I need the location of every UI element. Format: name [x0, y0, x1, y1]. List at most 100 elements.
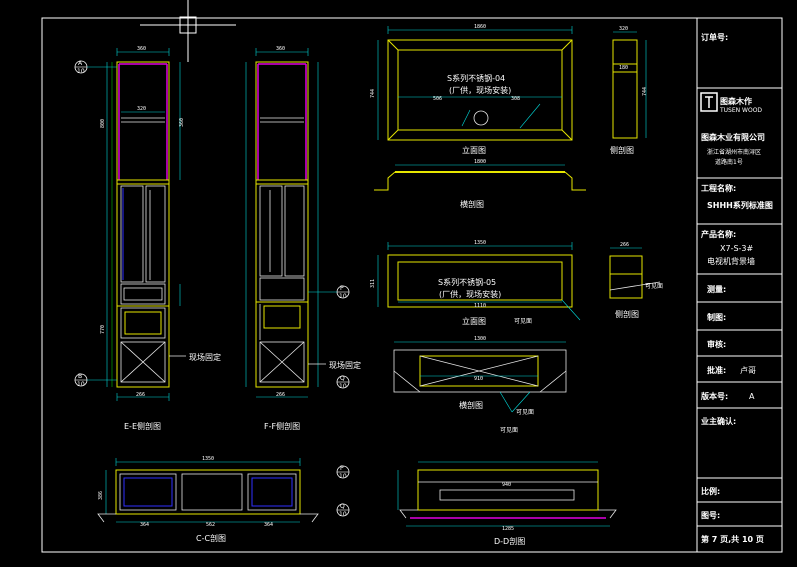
marker-b-letter: B [78, 373, 82, 380]
review-label: 审核: [707, 339, 726, 349]
page-number: 第 7 页,共 10 页 [701, 534, 764, 544]
onsite-fix-label-1: 现场固定 [189, 352, 221, 362]
section-mid-drawing [393, 341, 567, 413]
marker-p-right [308, 285, 350, 299]
elevation-top-title: 立面图 [462, 145, 486, 155]
marker-p-bottom [336, 465, 350, 479]
f-dim-bottom: 266 [276, 392, 285, 398]
elev-top-dim-b: 308 [511, 96, 520, 102]
marker-b-sheet: 10 [77, 381, 85, 388]
sect-mid-dim-w: 1300 [474, 336, 486, 342]
drafter-label: 制图: [707, 312, 726, 322]
marker-b [74, 373, 117, 387]
f-section-title: F-F侧剖图 [264, 421, 300, 431]
order-no-label: 订单号: [701, 32, 728, 42]
steel05-note-line2: (厂供，现场安装) [439, 289, 501, 299]
marker-q-right [336, 375, 350, 389]
drawing-frame [41, 17, 783, 553]
marker-q-sheet: 10 [339, 383, 347, 390]
survey-label: 测量: [707, 284, 726, 294]
side-top-dim-w: 320 [619, 26, 628, 32]
c-section-title: C-C剖图 [196, 533, 226, 543]
approve-label: 批准: [707, 365, 726, 375]
side-top-dim-a: 180 [619, 65, 628, 71]
owner-confirm-label: 业主确认: [701, 416, 736, 426]
side-mid-dim-w: 266 [620, 242, 629, 248]
side-top-title: 侧剖图 [610, 145, 634, 155]
company-address-line1: 浙江省湖州市南浔区 [707, 148, 761, 156]
e-dim-h1: 800 [100, 119, 106, 128]
e-section-title: E-E侧剖图 [124, 421, 161, 431]
onsite-fix-label-2: 现场固定 [329, 360, 361, 370]
side-top-drawing [612, 31, 647, 139]
f-dim-top: 360 [276, 46, 285, 52]
c-dim-left: 364 [140, 522, 149, 528]
section-top-drawing [374, 164, 586, 191]
e-dim-h3: 770 [100, 325, 106, 334]
visible-face-label-2: 可见面 [645, 283, 663, 290]
d-section-drawing [397, 461, 617, 527]
elevation-top-drawing [377, 26, 573, 141]
c-section-drawing [97, 458, 319, 523]
product-description: 电视机背景墙 [707, 256, 755, 266]
marker-a-sheet: 10 [77, 68, 85, 75]
approve-value: 卢哥 [740, 365, 756, 375]
marker-q-bottom [336, 503, 350, 517]
e-dim-top: 360 [137, 46, 146, 52]
project-name-label: 工程名称: [701, 183, 736, 193]
logo-text-cn: 图森木作 [720, 96, 752, 106]
marker-q-letter: Q [340, 375, 345, 382]
product-name-label: 产品名称: [701, 229, 736, 239]
version-label: 版本号: [700, 391, 728, 401]
drawing-no-label: 图号: [701, 511, 720, 520]
title-block [696, 18, 782, 552]
side-mid-title: 侧剖图 [615, 309, 639, 319]
e-dim-bottom: 266 [136, 392, 145, 398]
elev-top-dim-h: 744 [370, 89, 376, 98]
company-logo-icon [700, 92, 718, 112]
marker-q-bottom-sheet: 10 [339, 511, 347, 518]
visible-face-label-1: 可见面 [514, 318, 532, 325]
sect-mid-dim-inner: 910 [474, 376, 483, 382]
marker-p-bottom-letter: P [340, 465, 344, 472]
company-address-line2: 道路南1号 [715, 158, 743, 166]
c-dim-total: 1350 [202, 456, 214, 462]
elev-mid-dim-w: 1350 [474, 240, 486, 246]
marker-p-letter: P [340, 285, 344, 292]
elev-mid-dim-inner: 1110 [474, 303, 486, 309]
c-dim-mid: 562 [206, 522, 215, 528]
marker-p-sheet: 10 [339, 293, 347, 300]
marker-p-bottom-sheet: 10 [339, 473, 347, 480]
elevation-mid-drawing [377, 242, 581, 321]
visible-face-label-3: 可见面 [516, 409, 534, 416]
e-section-drawing [106, 48, 186, 401]
visible-face-label-4: 可见面 [500, 427, 518, 434]
c-dim-right: 364 [264, 522, 273, 528]
f-section-drawing [245, 48, 326, 398]
d-section-title: D-D剖图 [494, 536, 525, 546]
project-name-value: SHHH系列标准图 [707, 200, 773, 210]
d-dim-inner: 940 [502, 482, 511, 488]
marker-a [74, 60, 117, 74]
c-dim-h: 386 [98, 491, 104, 500]
elev-top-dim-w: 1860 [474, 24, 486, 30]
logo-text-en: TUSEN WOOD [719, 107, 762, 114]
steel05-note-line1: S系列不锈钢-05 [438, 277, 496, 287]
product-code: X7-S-3# [720, 244, 754, 253]
scale-label: 比例: [701, 486, 720, 496]
e-dim-h2: 360 [179, 118, 185, 127]
marker-a-letter: A [78, 60, 83, 67]
d-dim-bottom: 1285 [502, 526, 514, 532]
sect-top-dim-w: 1800 [474, 159, 486, 165]
section-mid-title: 横剖图 [459, 400, 483, 410]
company-name: 图森木业有限公司 [701, 132, 765, 142]
elevation-mid-title: 立面图 [462, 316, 486, 326]
steel04-note-line2: (厂供，现场安装) [449, 85, 511, 95]
e-dim-inner: 320 [137, 106, 146, 112]
section-top-title: 横剖图 [460, 199, 484, 209]
elev-mid-dim-h: 311 [370, 279, 376, 288]
elev-top-dim-a: 506 [433, 96, 442, 102]
crosshair-cursor-icon [140, 0, 236, 62]
side-mid-drawing [609, 247, 661, 299]
